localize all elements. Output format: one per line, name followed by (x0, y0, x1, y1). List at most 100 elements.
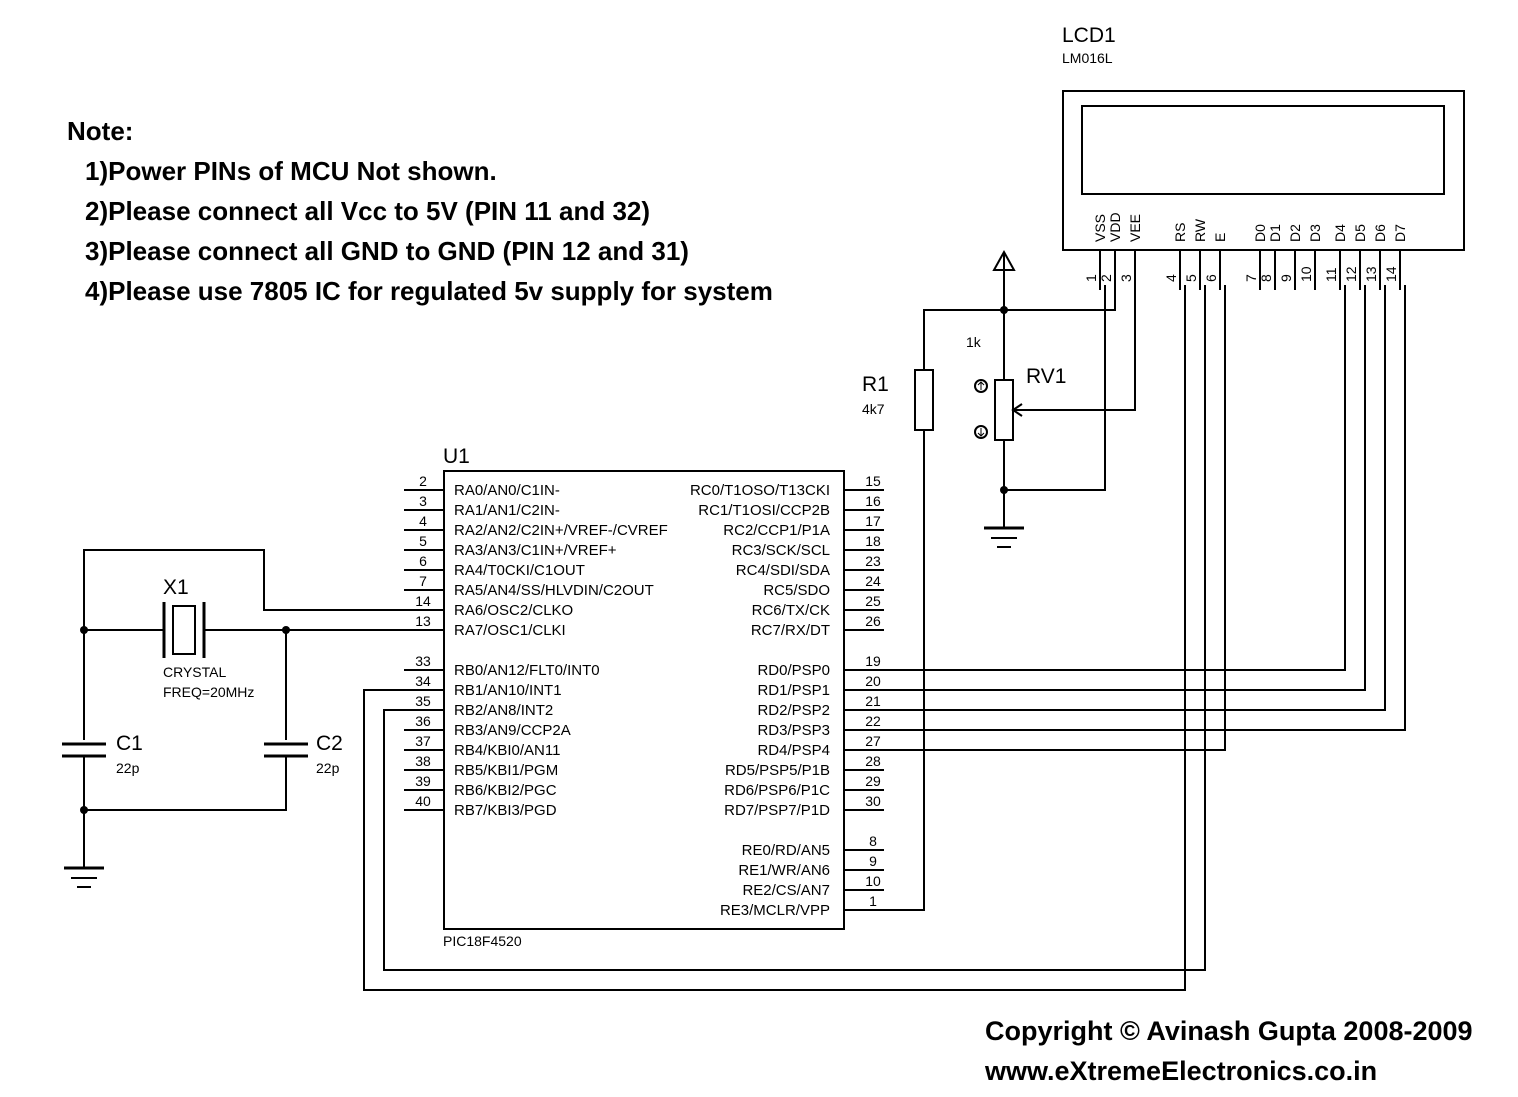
notes-block: Note: 1)Power PINs of MCU Not shown. 2)P… (67, 116, 773, 306)
mcu-pin-number: 6 (419, 553, 427, 569)
wire-rb1-rs (363, 285, 1186, 991)
mcu-pin-number: 37 (415, 733, 431, 749)
mcu-pin-number: 24 (865, 573, 881, 589)
osc2-wire (83, 549, 404, 740)
lcd-pin-d2: D29 (1278, 224, 1303, 290)
mcu-pin-number: 26 (865, 613, 881, 629)
lcd-pin-name: D6 (1372, 224, 1388, 242)
rv1-potentiometer (994, 379, 1014, 441)
c1-ref: C1 (116, 732, 143, 755)
mcu-pin-name: RB0/AN12/FLT0/INT0 (454, 662, 600, 679)
vdd-rail-wire (923, 285, 1116, 370)
x1-ref: X1 (163, 576, 189, 599)
lcd-pin-d1: D18 (1258, 224, 1283, 290)
lcd-pin-number: 4 (1163, 274, 1179, 282)
lcd-pin-number: 14 (1383, 266, 1399, 282)
vss-wire (1004, 285, 1106, 491)
lcd-pin-d7: D7 14 (1383, 224, 1408, 290)
mcu-pin-number: 8 (869, 833, 877, 849)
lcd-pin-d0: D07 (1243, 224, 1268, 290)
lcd-part: LM016L (1062, 50, 1113, 66)
mcu-pin-number: 25 (865, 593, 881, 609)
mcu-pin-name: RA5/AN4/SS/HLVDIN/C2OUT (454, 582, 654, 599)
lcd-pin-d3: D3 10 (1298, 224, 1323, 290)
lcd-pin-rs: RS 4 (1163, 223, 1188, 290)
lcd-pin-number: 12 (1343, 266, 1359, 282)
mcu-pin-name: RC4/SDI/SDA (736, 562, 830, 579)
mcu-pin-name: RD1/PSP1 (757, 682, 830, 699)
mcu-pin-name: RA1/AN1/C2IN- (454, 502, 560, 519)
lcd-module: LCD1 LM016L VSS1VDD2VEE3RS4RW5E6D07D18D2… (1062, 24, 1465, 290)
mcu-pin-number: 13 (415, 613, 431, 629)
lcd-pin-name: D3 (1307, 224, 1323, 242)
mclr-wire (844, 430, 925, 911)
website-text: www.eXtremeElectronics.co.in (984, 1056, 1377, 1086)
lcd-pin-name: RS (1172, 223, 1188, 242)
wire-rb2-rw (383, 285, 1206, 971)
mcu-pin-number: 4 (419, 513, 427, 529)
lcd-pin-name: E (1212, 233, 1228, 242)
mcu-pin-number: 14 (415, 593, 431, 609)
lcd-ref: LCD1 (1062, 24, 1116, 47)
x1-type: CRYSTAL (163, 664, 226, 680)
c2-ref: C2 (316, 732, 343, 755)
mcu-pin-number: 18 (865, 533, 881, 549)
mcu-ref: U1 (443, 445, 470, 468)
lcd-pin-number: 7 (1243, 274, 1259, 282)
mcu-left-pins: 2RA0/AN0/C1IN-3RA1/AN1/C2IN-4RA2/AN2/C2I… (404, 473, 668, 819)
mcu-pin-name: RD6/PSP6/P1C (724, 782, 830, 799)
lcd-pin-name: D2 (1287, 224, 1303, 242)
mcu-pin-name: RE3/MCLR/VPP (720, 902, 830, 919)
note-line-1: 1)Power PINs of MCU Not shown. (85, 156, 497, 186)
r1-value: 4k7 (862, 401, 885, 417)
mcu-pin-name: RA2/AN2/C2IN+/VREF-/CVREF (454, 522, 668, 539)
mcu-pin-name: RD3/PSP3 (757, 722, 830, 739)
mcu-pin-number: 5 (419, 533, 427, 549)
lcd-pin-rw: RW5 (1183, 218, 1208, 290)
lcd-pin-number: 10 (1298, 266, 1314, 282)
ground-icon (984, 526, 1024, 548)
oscillator-section: X1 CRYSTAL FREQ=20MHz C1 22p C2 22p (62, 549, 404, 888)
wire-rd1-d5 (844, 285, 1366, 691)
vee-wire (1013, 285, 1136, 411)
c2-value: 22p (316, 760, 340, 776)
mcu-pin-number: 9 (869, 853, 877, 869)
lcd-data-wires (363, 285, 1406, 991)
note-heading: Note: (67, 116, 133, 146)
mcu-pin-name: RB4/KBI0/AN11 (454, 742, 560, 759)
c2-bottom-wire (84, 756, 287, 811)
mcu-pin-number: 34 (415, 673, 431, 689)
wire-rd3-d7 (844, 285, 1406, 731)
mcu-pin-number: 15 (865, 473, 881, 489)
wire-rd0-d4 (844, 285, 1346, 671)
mcu-pin-number: 10 (865, 873, 881, 889)
mcu-pin-number: 27 (865, 733, 881, 749)
mcu-pin-number: 22 (865, 713, 881, 729)
mcu-pin-name: RE2/CS/AN7 (742, 882, 830, 899)
mcu-pin-number: 36 (415, 713, 431, 729)
lcd-screen (1081, 105, 1445, 195)
mcu-pin-number: 2 (419, 473, 427, 489)
lcd-pin-e: E6 (1203, 233, 1228, 290)
lcd-pin-name: D7 (1392, 224, 1408, 242)
wire-rd4-e (844, 285, 1226, 751)
